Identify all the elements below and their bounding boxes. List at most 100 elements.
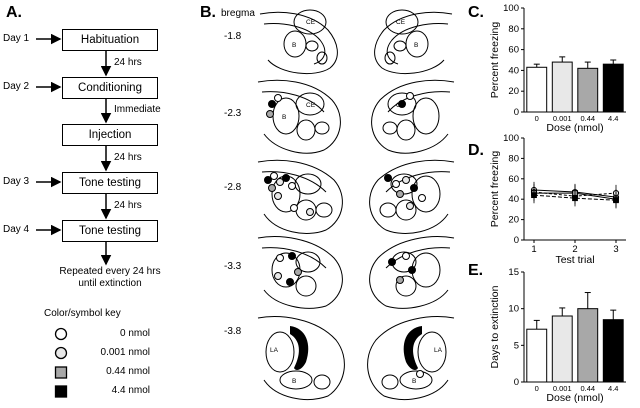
bar (577, 308, 599, 383)
day-label-2: Day 2 (3, 81, 30, 92)
x-tick-label: 4.4 (608, 114, 618, 123)
panel-e-letter: E. (468, 262, 484, 279)
data-point (613, 197, 619, 204)
key-label-0: 0 nmol (119, 328, 150, 339)
level-5: -3.8 (224, 326, 242, 337)
y-tick-label: 20 (508, 86, 519, 97)
section-2 (257, 79, 455, 154)
y-tick-label: 0 (514, 107, 519, 118)
bregma-label: bregma (221, 8, 255, 19)
section-5 (257, 316, 455, 400)
x-tick-label: 0 (535, 384, 539, 393)
interval-1: 24 hrs (114, 57, 142, 68)
y-tick-label: 40 (508, 194, 519, 205)
level-1: -1.8 (224, 31, 242, 42)
bar (551, 61, 573, 113)
region-b-5: B (412, 378, 416, 385)
panel-d-letter: D. (468, 142, 484, 159)
key-title: Color/symbol key (44, 308, 121, 319)
interval-3: 24 hrs (114, 152, 142, 163)
y-tick-label: 5 (514, 340, 519, 351)
y-tick-label: 20 (508, 215, 519, 226)
y-axis-label: Days to extinction (489, 285, 501, 368)
panel-c-letter: C. (468, 4, 484, 21)
amygdala-sections: CE B CE B CE B CE LA B LA B (257, 9, 455, 400)
x-tick-label: 3 (613, 244, 618, 255)
level-3: -2.8 (224, 182, 242, 193)
region-la-2: LA (434, 347, 443, 354)
key-symbol-0nmol (54, 327, 68, 341)
bar (526, 328, 548, 383)
region-b-2: B (414, 42, 418, 49)
x-axis-label: Dose (nmol) (546, 392, 603, 404)
data-point (572, 195, 578, 202)
step-tone-testing-2: Tone testing (62, 220, 158, 242)
day-label-4: Day 4 (3, 224, 30, 235)
level-2: -2.3 (224, 108, 242, 119)
step-conditioning: Conditioning (62, 77, 158, 99)
y-tick-label: 80 (508, 24, 519, 35)
step-tone-testing-1: Tone testing (62, 172, 158, 194)
x-axis-label: Dose (nmol) (546, 122, 603, 134)
key-symbols (54, 327, 68, 398)
data-point (531, 192, 537, 199)
x-tick-label: 2 (572, 244, 577, 255)
y-axis-label: Percent freezing (489, 151, 501, 228)
panel-a-letter: A. (6, 4, 22, 21)
key-label-3: 4.4 nmol (111, 385, 150, 396)
day-label-3: Day 3 (3, 176, 30, 187)
region-b-1: B (292, 42, 296, 49)
protocol-arrows (36, 33, 112, 266)
y-tick-label: 40 (508, 65, 519, 76)
interval-4: 24 hrs (114, 200, 142, 211)
y-tick-label: 0 (514, 377, 519, 388)
region-ce-3: CE (306, 102, 316, 109)
region-la-1: LA (270, 347, 279, 354)
x-tick-label: 4.4 (608, 384, 618, 393)
region-b-3: B (282, 114, 286, 121)
y-tick-label: 100 (503, 3, 519, 14)
injection-markers (264, 92, 426, 378)
key-label-2: 0.44 nmol (106, 366, 150, 377)
panel-b-letter: B. (200, 4, 216, 21)
level-4: -3.3 (224, 261, 242, 272)
step-injection: Injection (62, 124, 158, 146)
y-tick-label: 80 (508, 153, 519, 164)
bar (526, 66, 548, 113)
key-label-1: 0.001 nmol (100, 347, 150, 358)
region-ce-4: CE (396, 102, 406, 109)
key-symbol-0001nmol (54, 346, 68, 360)
capsule-left (290, 326, 309, 370)
section-1 (259, 9, 453, 74)
y-tick-label: 0 (514, 235, 519, 246)
region-ce-1: CE (306, 19, 316, 26)
bar (602, 63, 624, 113)
y-tick-label: 100 (503, 133, 519, 144)
key-symbol-044nmol (54, 366, 68, 379)
x-axis-label: Test trial (555, 254, 594, 266)
section-4 (257, 236, 455, 309)
capsule-right (403, 326, 422, 370)
bar (577, 67, 599, 113)
footer-line-2: until extinction (78, 278, 142, 289)
x-tick-label: 1 (531, 244, 536, 255)
day-label-1: Day 1 (3, 33, 30, 44)
key-symbol-44nmol (54, 385, 68, 398)
region-ce-2: CE (396, 19, 406, 26)
y-axis-label: Percent freezing (489, 22, 501, 99)
y-tick-label: 10 (508, 304, 519, 315)
interval-2: Immediate (114, 104, 161, 115)
series-line (533, 194, 617, 201)
x-tick-label: 0.001 (553, 114, 572, 123)
step-habituation: Habituation (62, 29, 158, 51)
y-tick-label: 15 (508, 267, 519, 278)
bar (602, 319, 624, 383)
footer-line-1: Repeated every 24 hrs (59, 266, 161, 277)
x-tick-label: 0.44 (580, 384, 595, 393)
x-tick-label: 0 (535, 114, 539, 123)
y-tick-label: 60 (508, 45, 519, 56)
x-tick-label: 0.44 (580, 114, 595, 123)
